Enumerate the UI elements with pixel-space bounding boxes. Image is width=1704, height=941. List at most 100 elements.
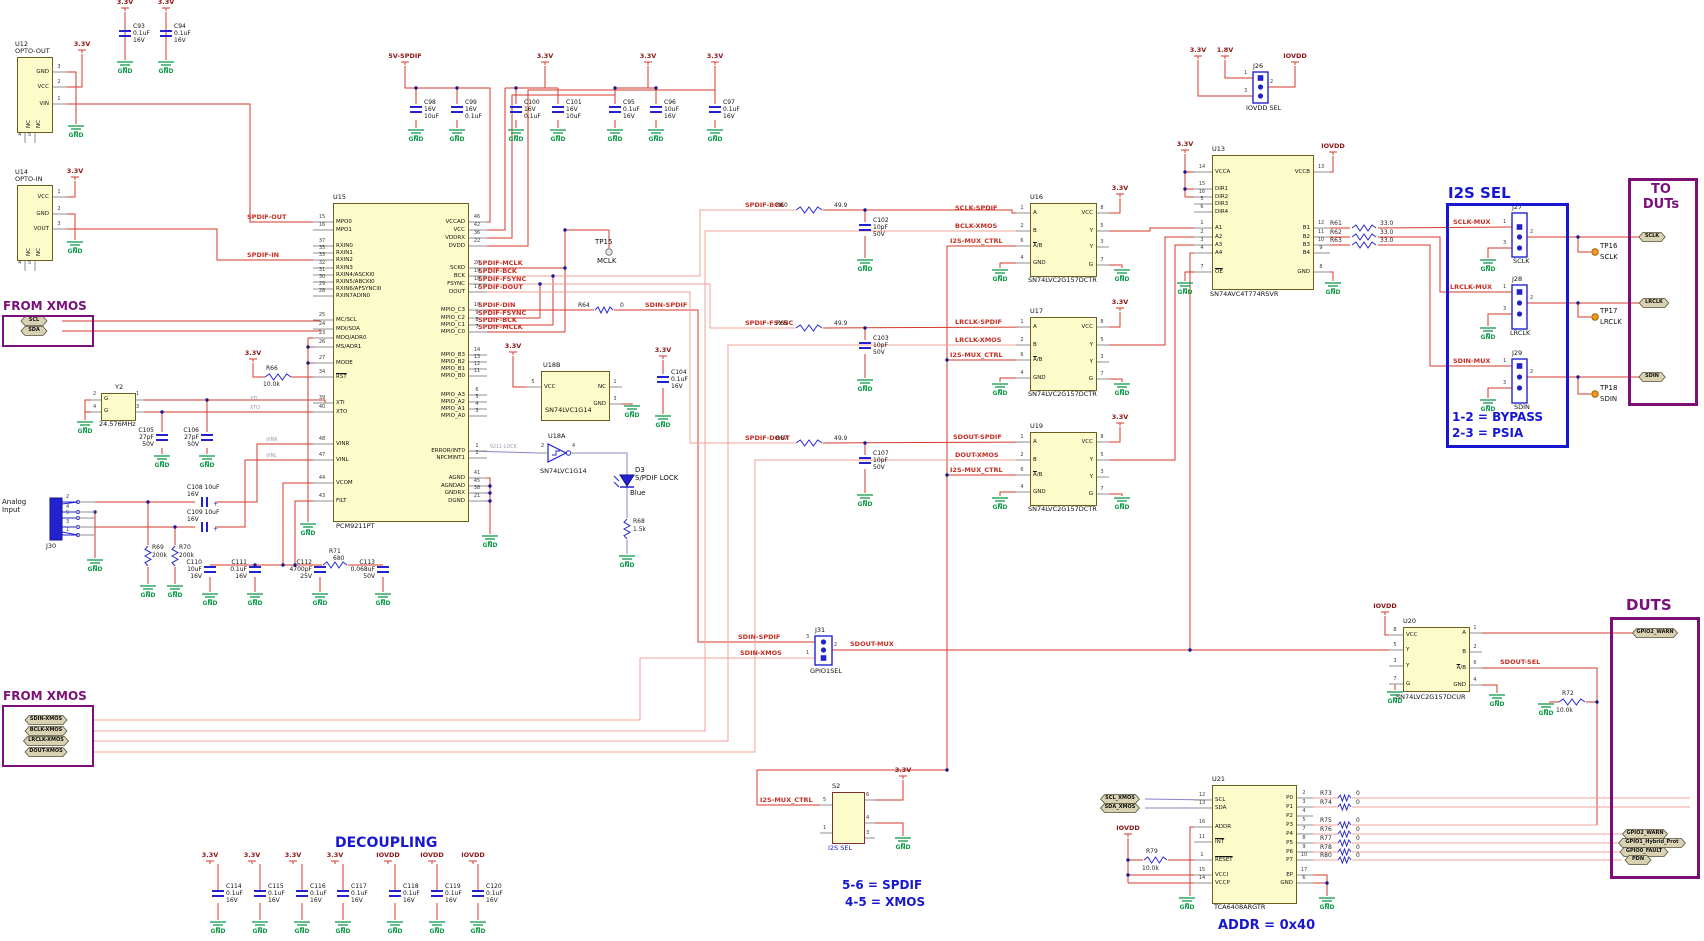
power-flag-iovdd: IOVDD xyxy=(1283,52,1307,60)
resistor-r64 xyxy=(594,305,614,315)
ic-u14[interactable] xyxy=(17,185,53,261)
ic-u13-pin-a2: A2 xyxy=(1215,233,1223,240)
crystal-y2[interactable] xyxy=(101,393,136,421)
ic-u20[interactable] xyxy=(1403,627,1470,692)
ic-u20-ref: U20 xyxy=(1403,617,1417,625)
led-d3-ref: D3 xyxy=(635,466,645,474)
ic-u15-pin-mpio-c3: MPIO_C3 xyxy=(440,306,465,313)
ic-u13-pin-num: 2 xyxy=(1200,229,1204,235)
jumper-j29[interactable] xyxy=(1511,358,1528,404)
testpoint-tp17[interactable] xyxy=(1591,313,1599,321)
jumper-j29-pad xyxy=(1516,363,1523,369)
wire xyxy=(215,459,333,528)
ic-u21-pin-num: 1 xyxy=(1200,852,1204,858)
ic-u18b[interactable] xyxy=(541,371,610,421)
jumper-j28[interactable] xyxy=(1511,284,1528,330)
ic-u15-pin-mpio-b3: MPIO_B3 xyxy=(440,351,465,358)
ic-u15-pin-num: 28 xyxy=(318,288,326,294)
junction-dot xyxy=(945,358,949,362)
ic-u13-pin-dir3: DIR3 xyxy=(1215,200,1229,207)
resistor-r78 xyxy=(1337,847,1352,857)
jumper-j27-pad xyxy=(1516,245,1523,251)
jack-j30-contact xyxy=(61,531,79,536)
jack-j30[interactable] xyxy=(49,497,63,541)
ic-u20-pin-num: 7 xyxy=(1393,676,1397,682)
inverter-u18a-ref: U18A xyxy=(548,432,566,440)
testpoint-tp16[interactable] xyxy=(1591,248,1599,256)
switch-s2[interactable] xyxy=(832,792,865,844)
ic-u15-pin-num: 37 xyxy=(318,238,326,244)
power-flag-3.3v: 3.3V xyxy=(73,40,91,48)
gnd-label: GND xyxy=(857,386,873,393)
wire xyxy=(1197,60,1253,97)
jumper-j26-ref: J26 xyxy=(1253,62,1264,70)
ic-u13[interactable] xyxy=(1212,155,1314,290)
ic-u20-pin-num: 5 xyxy=(1393,642,1397,648)
jack-j30-pin-num: 4 xyxy=(66,504,70,510)
power-flag-3.3v: 3.3V xyxy=(243,851,261,859)
gnd-label: GND xyxy=(857,266,873,273)
ic-u19-pin-a: A xyxy=(1033,438,1037,445)
power-flag-iovdd: IOVDD xyxy=(1321,142,1345,150)
port-label-sdin-xmos: SDIN-XMOS xyxy=(29,715,63,722)
ic-u21-pin-num: 10 xyxy=(1300,852,1308,858)
port-pdn xyxy=(1624,855,1652,865)
gnd-label: GND xyxy=(1177,289,1193,296)
resistor-r62-ref: R62 xyxy=(1330,229,1342,236)
ic-u17-pin-a: A xyxy=(1033,323,1037,330)
resistor-r62 xyxy=(1351,233,1377,241)
gnd-label: GND xyxy=(992,504,1008,511)
gnd-label: GND xyxy=(387,928,403,935)
testpoint-tp15[interactable] xyxy=(605,248,613,256)
ic-u16-pin-vcc: VCC xyxy=(1081,209,1093,216)
capacitor-c101 xyxy=(552,111,564,113)
ic-u19-pin-num: 8 xyxy=(1100,434,1104,440)
jumper-j27-pin-1: 1 xyxy=(1503,219,1507,225)
resistor-r63-value: 33.0 xyxy=(1380,237,1394,244)
net-label-sdin-spdif: SDIN-SPDIF xyxy=(645,301,688,309)
ic-u19-pin-g: G xyxy=(1088,490,1093,497)
ic-u13-pin-num: 4 xyxy=(1200,245,1204,251)
ic-u15-pin-num: 39 xyxy=(318,395,326,401)
ic-u15[interactable] xyxy=(333,203,469,522)
ic-u16[interactable] xyxy=(1030,203,1097,277)
gnd-label: GND xyxy=(1319,904,1335,911)
testpoint-tp18[interactable] xyxy=(1591,390,1599,398)
switch-s2-pin-num: 5 xyxy=(823,797,827,803)
jumper-j26-pin-3: 3 xyxy=(1244,88,1248,94)
ic-u15-pin-num: 35 xyxy=(318,245,326,251)
ic-u12[interactable] xyxy=(17,57,53,133)
port-sda-xmos xyxy=(1100,803,1140,813)
led-d3[interactable] xyxy=(619,474,635,487)
ic-u13-pin-dir4: DIR4 xyxy=(1215,208,1229,215)
wire xyxy=(467,209,795,277)
power-flag-3.3v: 3.3V xyxy=(639,52,657,60)
gnd-label: GND xyxy=(992,276,1008,283)
ic-u15-pin-xti: XTI xyxy=(336,399,345,406)
ic-u15-pin-mpio-c2: MPIO_C2 xyxy=(440,314,465,321)
gnd-label: GND xyxy=(294,928,310,935)
resistor-r76-value: 0 xyxy=(1356,826,1360,833)
ic-u15-pin-num: 46 xyxy=(473,214,481,220)
net-label-vinr: VINR xyxy=(266,438,278,443)
capacitor-c104-label: C104 0.1uF 16V xyxy=(671,369,688,390)
ic-u20-pin-b: B xyxy=(1462,648,1466,655)
capacitor-c101-label: C101 16V 10uF xyxy=(566,99,582,120)
inverter-u18a[interactable] xyxy=(547,443,568,463)
u21-addr-note: ADDR = 0x40 xyxy=(1218,918,1316,933)
net-label-sdin-mux: SDIN-MUX xyxy=(1453,357,1491,365)
ic-u15-pin-npcmint1: NPCMINT1 xyxy=(436,454,465,461)
ic-u15-pin-num: 41 xyxy=(473,470,481,476)
jumper-j27-pin-3: 3 xyxy=(1503,240,1507,246)
ic-u21[interactable] xyxy=(1212,785,1297,904)
ic-u17-ref: U17 xyxy=(1030,307,1044,315)
ic-u17[interactable] xyxy=(1030,317,1097,391)
ic-u21-pin-p0: P0 xyxy=(1286,794,1293,801)
ic-u19[interactable] xyxy=(1030,432,1097,506)
net-label-sclk-spdif: SCLK-SPDIF xyxy=(955,204,998,212)
ic-u14-pin-gnd: GND xyxy=(36,210,49,217)
gnd-label: GND xyxy=(312,600,328,607)
ic-u15-pin-vddrx: VDDRX xyxy=(445,234,465,241)
wire xyxy=(62,319,333,322)
resistor-r70-value: 200k xyxy=(179,552,194,559)
